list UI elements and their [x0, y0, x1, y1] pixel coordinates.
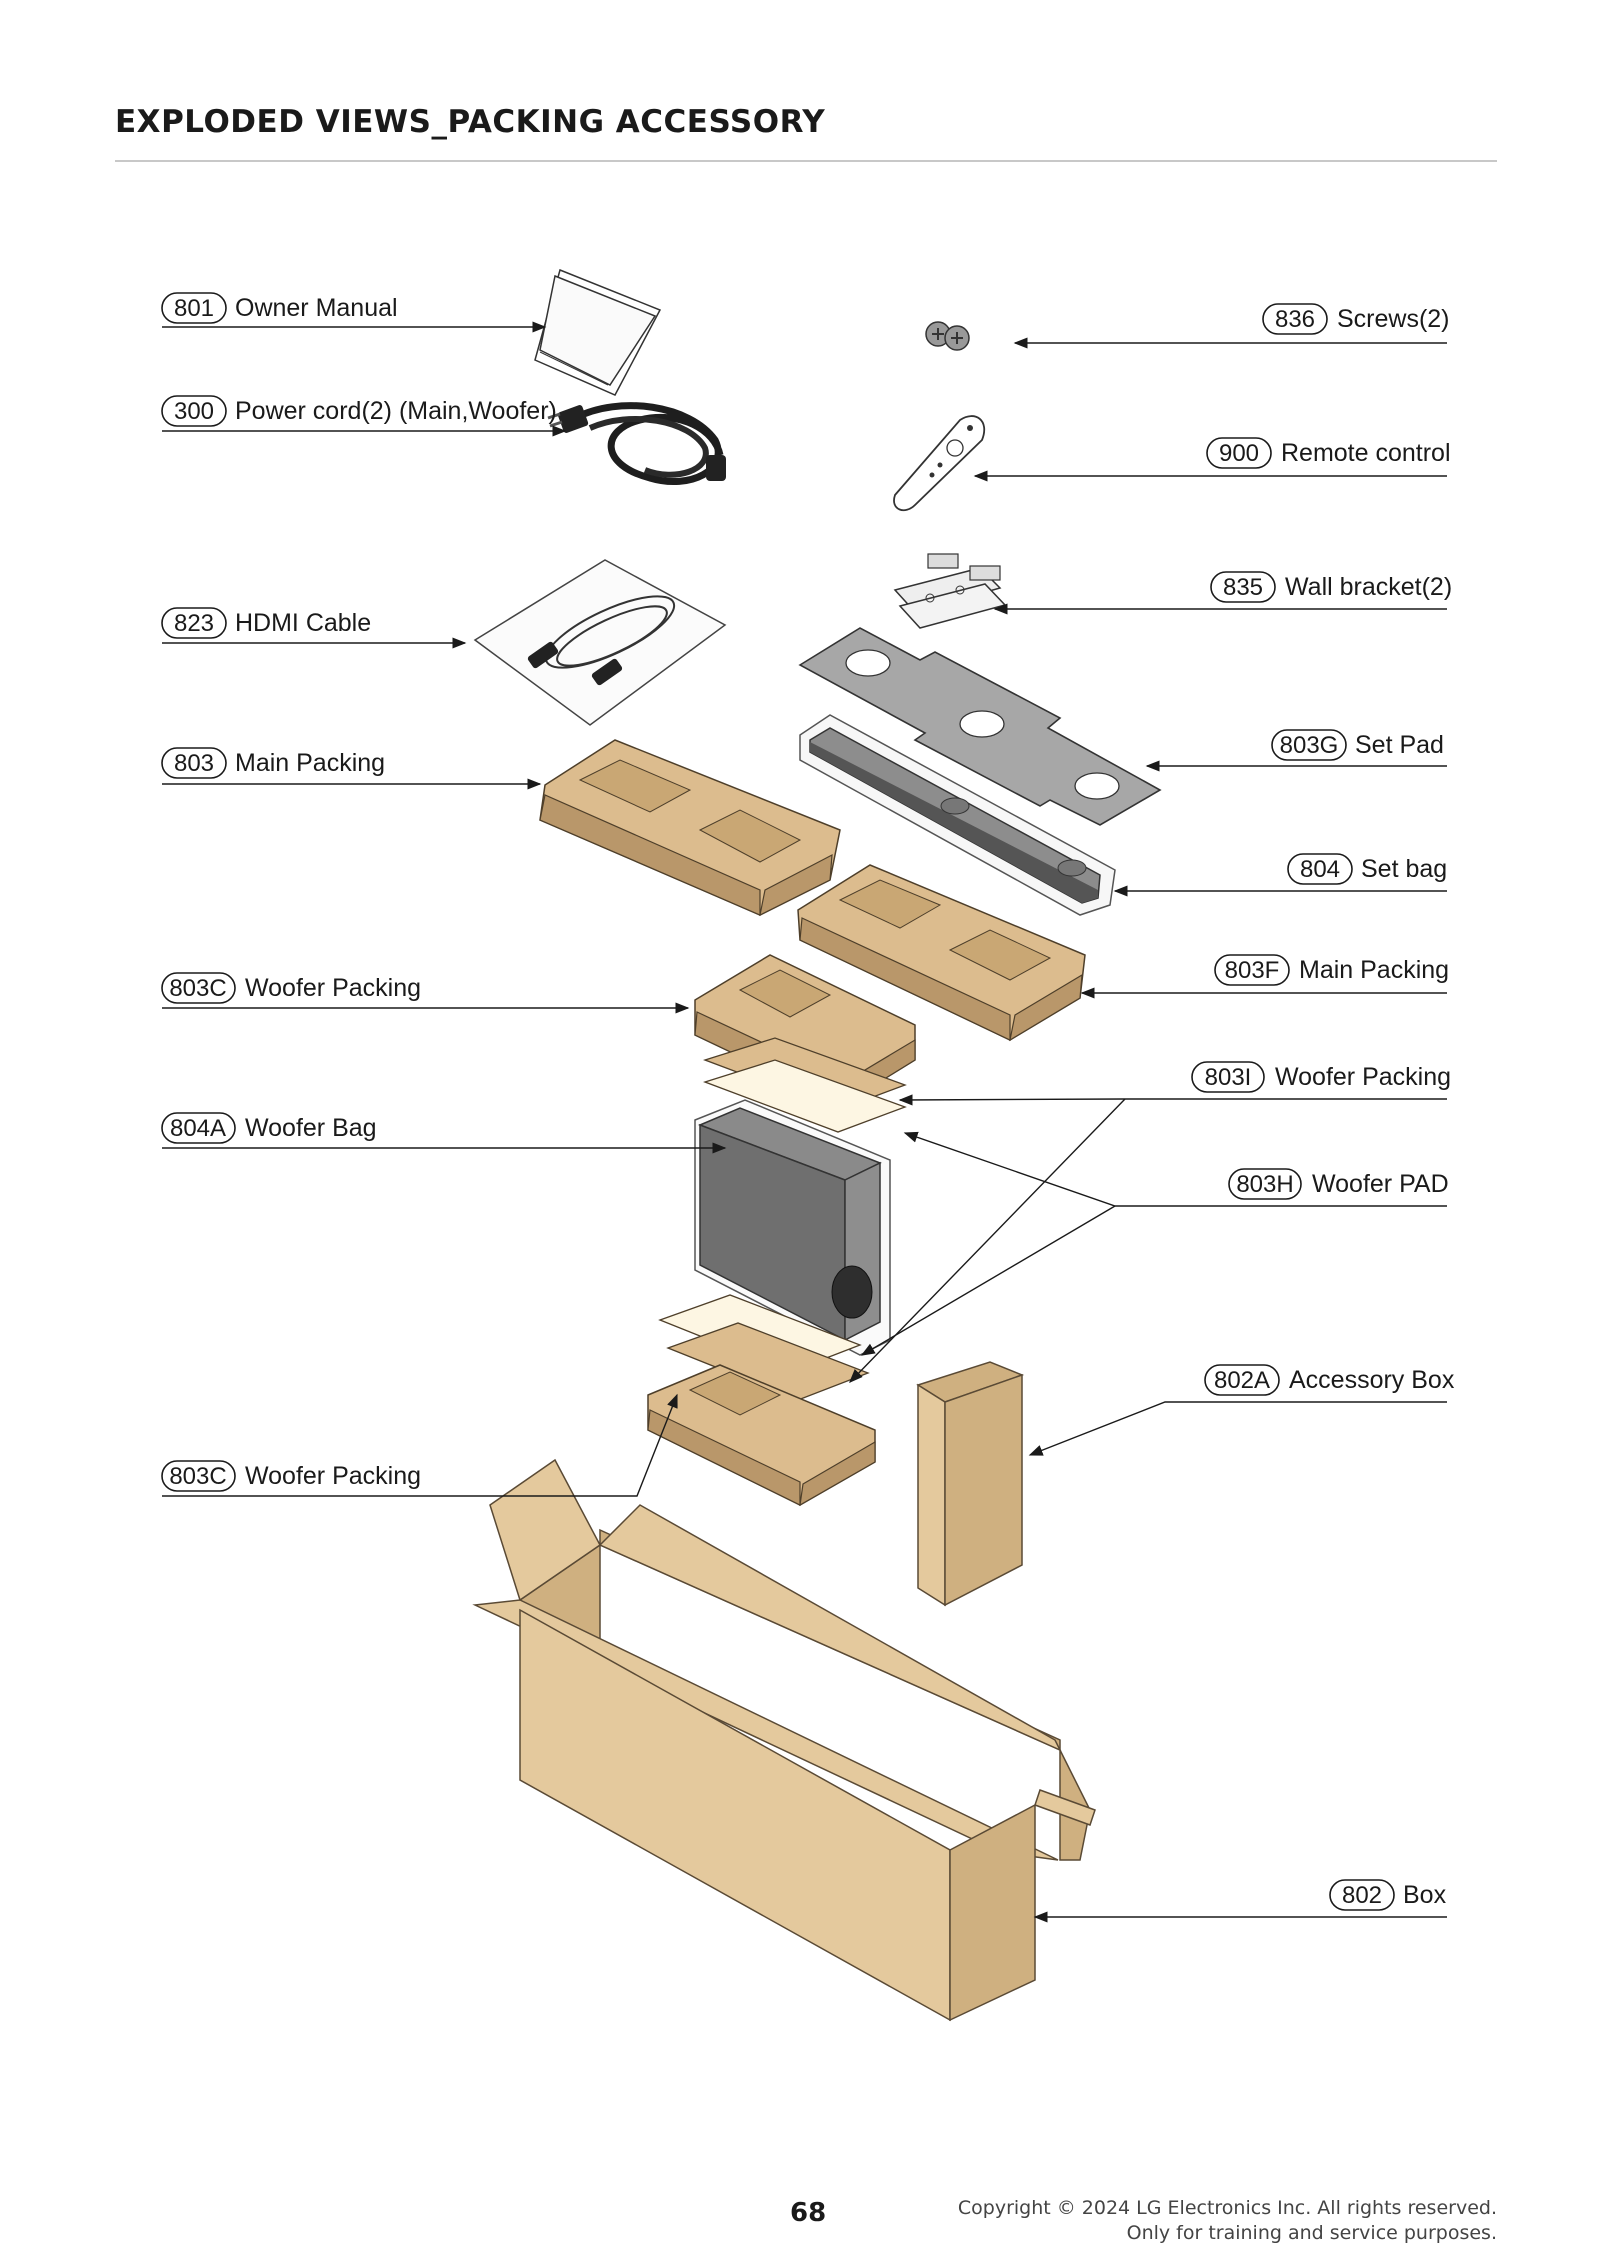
page-title: EXPLODED VIEWS_PACKING ACCESSORY	[115, 104, 826, 140]
remote-control-illustration	[893, 415, 985, 512]
svg-text:836: 836	[1275, 306, 1315, 333]
hdmi-cable-illustration	[473, 559, 727, 726]
svg-text:Wall bracket(2): Wall bracket(2)	[1285, 573, 1452, 601]
svg-text:HDMI Cable: HDMI Cable	[235, 609, 371, 637]
callout-803c-bottom: 803C Woofer Packing	[161, 1393, 678, 1497]
callout-801: 801 Owner Manual	[161, 292, 547, 333]
power-cord-illustration	[547, 402, 726, 486]
callout-802a: 802A Accessory Box	[1028, 1364, 1455, 1456]
svg-text:300: 300	[174, 398, 214, 425]
callout-803i: 803I Woofer Packing	[849, 1061, 1451, 1384]
woofer-bag-illustration	[694, 1099, 891, 1356]
svg-text:Remote control: Remote control	[1281, 439, 1451, 467]
svg-text:803I: 803I	[1205, 1064, 1252, 1091]
main-packing-left-illustration	[539, 739, 841, 917]
svg-text:900: 900	[1219, 440, 1259, 467]
svg-text:Set bag: Set bag	[1361, 855, 1447, 883]
svg-text:823: 823	[174, 610, 214, 637]
svg-text:Woofer Packing: Woofer Packing	[245, 1462, 421, 1490]
copyright-line-2: Only for training and service purposes.	[1126, 2222, 1497, 2244]
svg-text:Owner Manual: Owner Manual	[235, 294, 398, 322]
callout-835: 835 Wall bracket(2)	[993, 571, 1452, 615]
callout-804a: 804A Woofer Bag	[161, 1112, 727, 1154]
callout-803f: 803F Main Packing	[1080, 954, 1449, 999]
callout-803: 803 Main Packing	[161, 747, 542, 790]
svg-text:Woofer PAD: Woofer PAD	[1312, 1170, 1449, 1198]
copyright-notice: Copyright © 2024 LG Electronics Inc. All…	[958, 2196, 1497, 2246]
callout-823: 823 HDMI Cable	[161, 607, 467, 649]
svg-text:Woofer Packing: Woofer Packing	[1275, 1063, 1451, 1091]
callout-804: 804 Set bag	[1113, 853, 1447, 897]
header-divider	[115, 160, 1497, 162]
woofer-packing-bottom-illustration	[647, 1364, 876, 1507]
svg-text:803H: 803H	[1236, 1171, 1293, 1198]
svg-text:835: 835	[1223, 574, 1263, 601]
screws-illustration	[925, 321, 970, 351]
svg-text:Woofer Packing: Woofer Packing	[245, 974, 421, 1002]
svg-text:804: 804	[1300, 856, 1340, 883]
callout-803h: 803H Woofer PAD	[860, 1131, 1449, 1356]
svg-text:804A: 804A	[170, 1115, 226, 1142]
svg-text:Accessory Box: Accessory Box	[1289, 1366, 1455, 1394]
box-illustration	[472, 1458, 1096, 2022]
svg-text:802A: 802A	[1214, 1367, 1270, 1394]
svg-text:803G: 803G	[1280, 732, 1339, 759]
svg-text:803C: 803C	[169, 1463, 226, 1490]
callout-803g: 803G Set Pad	[1145, 729, 1447, 772]
svg-text:Woofer Bag: Woofer Bag	[245, 1114, 377, 1142]
svg-text:801: 801	[174, 295, 214, 322]
svg-text:802: 802	[1342, 1882, 1382, 1909]
callout-836: 836 Screws(2)	[1013, 303, 1450, 349]
set-bag-illustration	[799, 714, 1116, 916]
main-packing-right-illustration	[797, 864, 1086, 1042]
callout-802: 802 Box	[1033, 1879, 1447, 1923]
svg-text:Set Pad: Set Pad	[1355, 731, 1444, 759]
svg-text:803F: 803F	[1225, 957, 1280, 984]
woofer-pad-top-illustration	[703, 1037, 907, 1133]
svg-text:Main Packing: Main Packing	[1299, 956, 1449, 984]
svg-text:Power cord(2) (Main,Woofer): Power cord(2) (Main,Woofer)	[235, 397, 557, 425]
accessory-box-illustration	[916, 1361, 1025, 1607]
svg-text:Main Packing: Main Packing	[235, 749, 385, 777]
set-pad-illustration	[798, 627, 1162, 826]
wall-bracket-illustration	[893, 553, 1007, 629]
page-number: 68	[790, 2198, 827, 2228]
callout-900: 900 Remote control	[973, 437, 1451, 482]
copyright-line-1: Copyright © 2024 LG Electronics Inc. All…	[957, 2197, 1497, 2219]
svg-text:Screws(2): Screws(2)	[1337, 305, 1450, 333]
svg-text:803C: 803C	[169, 975, 226, 1002]
svg-text:803: 803	[174, 750, 214, 777]
callout-300: 300 Power cord(2) (Main,Woofer)	[161, 395, 567, 437]
svg-text:Box: Box	[1403, 1881, 1447, 1909]
callout-803c-top: 803C Woofer Packing	[161, 972, 690, 1014]
owner-manual-illustration	[534, 268, 662, 396]
